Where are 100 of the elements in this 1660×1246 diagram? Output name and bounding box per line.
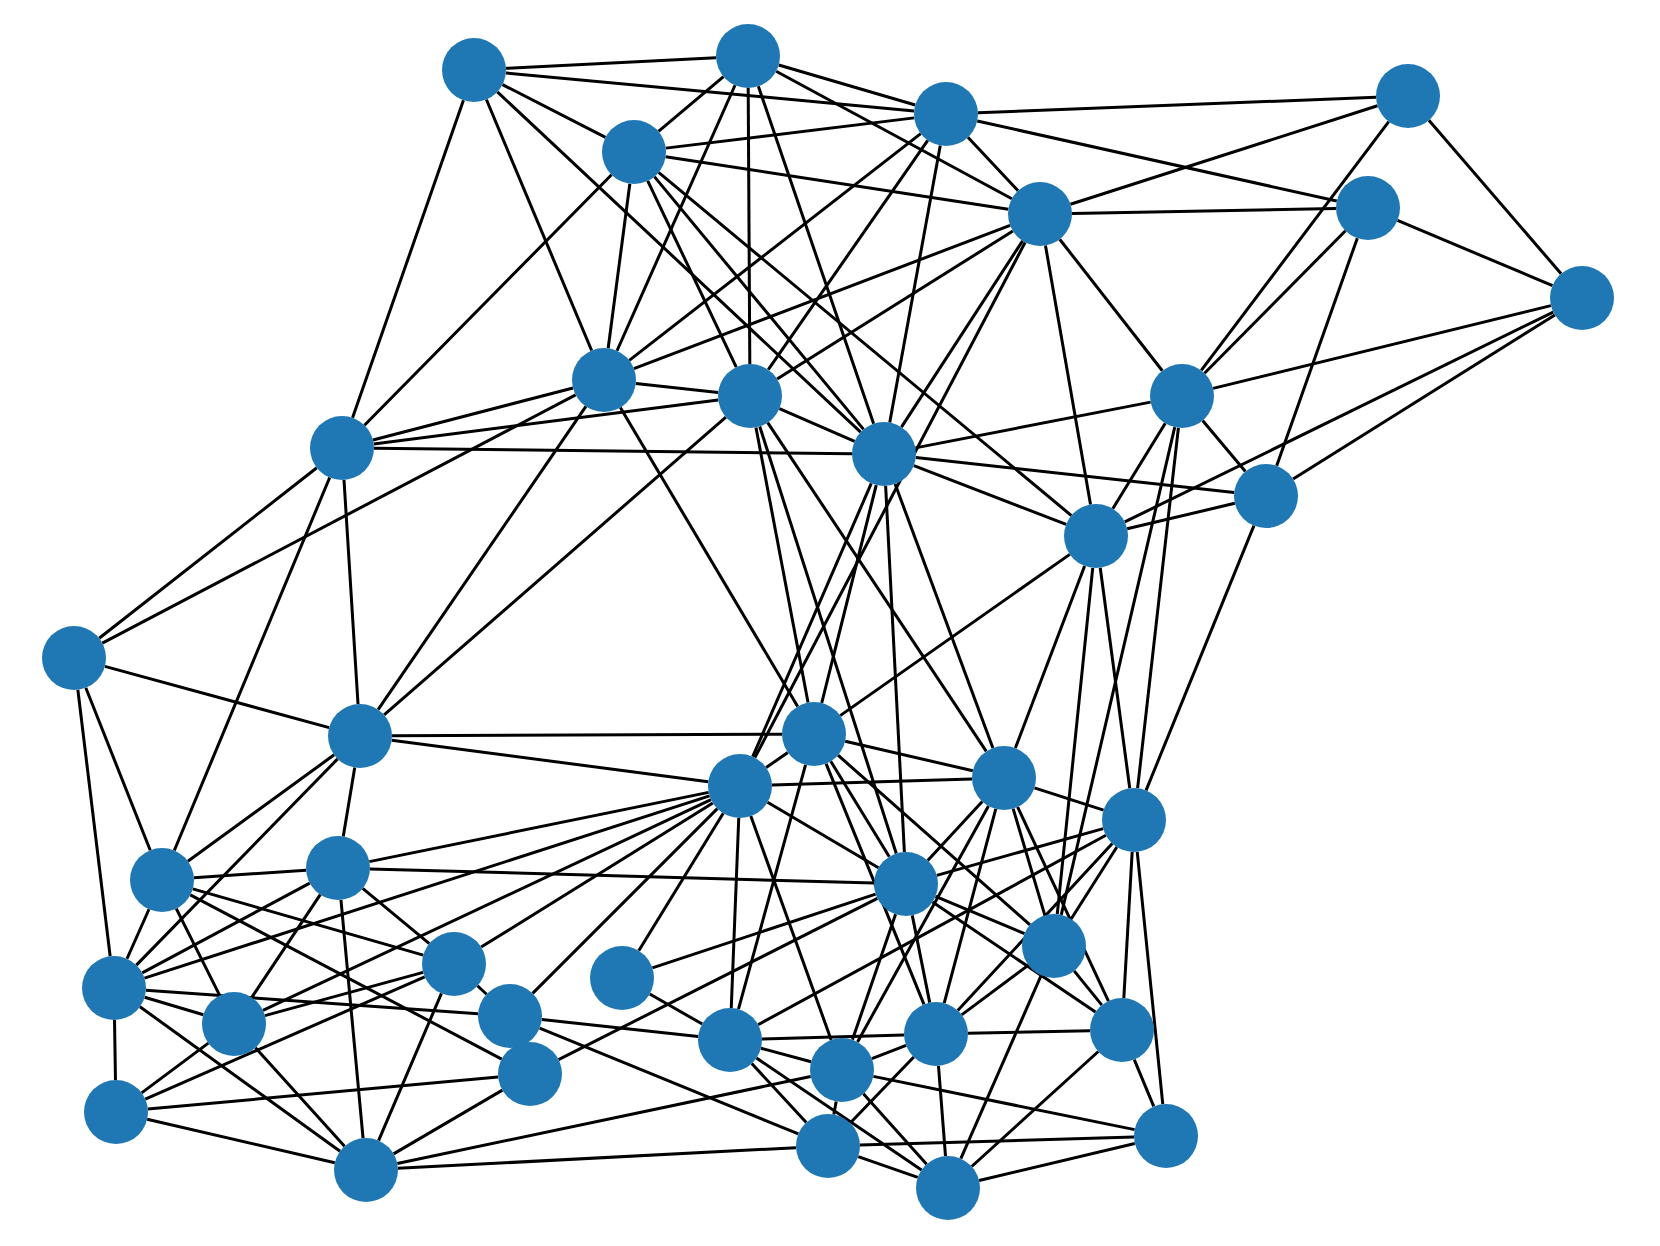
- edge-line: [397, 1146, 797, 1170]
- edge-line: [753, 241, 1027, 759]
- edge-line: [844, 739, 974, 773]
- edge-line: [1059, 426, 1177, 916]
- edge-line: [1044, 245, 1092, 505]
- graph-node: [904, 1002, 968, 1066]
- edge-line: [1034, 786, 1104, 812]
- graph-node: [874, 852, 938, 916]
- edge-line: [778, 63, 916, 107]
- edge-line: [144, 995, 204, 1017]
- edge-line: [531, 807, 719, 995]
- edge-line: [754, 427, 810, 703]
- edge-line: [369, 790, 709, 864]
- edge-line: [937, 1065, 947, 1157]
- graph-node: [42, 626, 106, 690]
- edge-line: [1111, 422, 1167, 510]
- edge-line: [1132, 1058, 1156, 1108]
- edge-line: [651, 892, 877, 970]
- edge-line: [1013, 565, 1087, 749]
- edge-line: [139, 1005, 341, 1153]
- graph-node: [1064, 504, 1128, 568]
- edge-line: [145, 988, 479, 1016]
- edge-line: [125, 908, 151, 960]
- graph-node: [1102, 788, 1166, 852]
- edge-line: [746, 88, 752, 364]
- edge-line: [351, 99, 465, 419]
- edge-line: [174, 907, 222, 997]
- edge-line: [476, 984, 488, 996]
- edge-line: [942, 808, 998, 1004]
- graph-node: [572, 348, 636, 412]
- edge-line: [832, 1101, 838, 1115]
- edge-line: [377, 992, 443, 1142]
- edge-line: [391, 738, 709, 784]
- graph-node: [810, 1038, 874, 1102]
- edge-line: [1201, 419, 1247, 473]
- graph-node: [310, 416, 374, 480]
- edge-line: [1070, 104, 1378, 206]
- edge-line: [873, 1074, 1135, 1132]
- edge-line: [193, 868, 307, 880]
- edge-line: [144, 975, 426, 1101]
- edge-line: [485, 98, 593, 352]
- graph-node: [498, 1042, 562, 1106]
- edge-line: [1396, 219, 1554, 287]
- edge-line: [900, 240, 1024, 428]
- graph-node: [1550, 266, 1614, 330]
- graph-node: [1336, 176, 1400, 240]
- edge-line: [931, 900, 1097, 1014]
- graph-node: [442, 38, 506, 102]
- edge-line: [369, 867, 875, 885]
- edge-line: [541, 1017, 699, 1039]
- graph-node: [1150, 364, 1214, 428]
- edge-line: [341, 767, 357, 837]
- edge-line: [397, 1075, 811, 1165]
- edge-line: [871, 1044, 907, 1060]
- edge-line: [1292, 313, 1556, 481]
- edge-line: [84, 687, 152, 851]
- graph-node: [130, 848, 194, 912]
- graph-node: [914, 82, 978, 146]
- edge-line: [1427, 119, 1563, 275]
- edge-line: [606, 183, 632, 349]
- edge-line: [760, 1046, 812, 1064]
- edge-line: [615, 84, 737, 352]
- edge-line: [342, 479, 360, 705]
- graph-node: [82, 956, 146, 1020]
- edge-line: [254, 1046, 346, 1148]
- edge-line: [1135, 851, 1165, 1105]
- graph-node: [708, 754, 772, 818]
- edge-line: [934, 894, 1026, 936]
- edge-line: [76, 689, 112, 957]
- graph-node: [1022, 914, 1086, 978]
- edge-line: [888, 145, 942, 423]
- edge-line: [657, 171, 1073, 517]
- edge-line: [1124, 310, 1554, 524]
- edge-line: [970, 1050, 1100, 1168]
- graph-node: [1090, 998, 1154, 1062]
- edge-line: [480, 801, 714, 949]
- edge-line: [635, 382, 719, 394]
- edge-line: [829, 760, 891, 858]
- edge-line: [637, 812, 725, 952]
- edge-line: [189, 893, 503, 1061]
- edge-line: [960, 963, 1030, 1017]
- edge-line: [851, 913, 897, 1041]
- edge-line: [915, 400, 1151, 450]
- edge-line: [657, 75, 725, 133]
- edge-line: [977, 95, 1377, 115]
- edge-line: [766, 800, 880, 870]
- edge-line: [966, 136, 1020, 192]
- edge-line: [141, 881, 311, 975]
- edge-line: [767, 139, 929, 371]
- edge-line: [665, 155, 1009, 211]
- edge-line: [1011, 808, 1047, 916]
- edge-line: [1144, 525, 1256, 791]
- edge-line: [374, 446, 852, 456]
- edge-line: [1055, 567, 1095, 915]
- edge-line: [1136, 427, 1180, 789]
- edge-line: [859, 1135, 1135, 1147]
- edge-line: [113, 1019, 117, 1081]
- edge-line: [505, 71, 915, 113]
- edge-line: [766, 421, 988, 753]
- edge-line: [837, 754, 1031, 926]
